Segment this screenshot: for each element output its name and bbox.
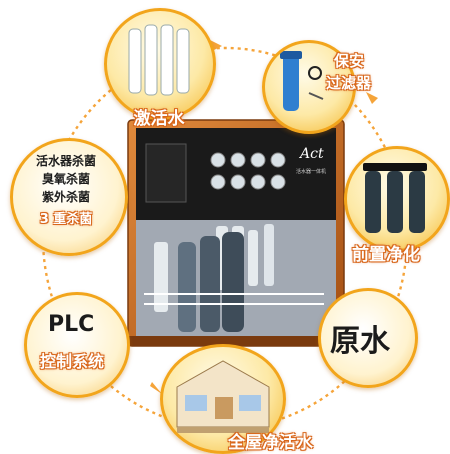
label-sterilization-2: 臭氧杀菌: [41, 172, 90, 186]
machine-subtitle: 活水器一体机: [296, 169, 327, 175]
node-activated-water: [104, 8, 216, 120]
node-raw-water: [318, 288, 418, 388]
filter-column-icon: [128, 24, 190, 96]
label-plc: 控制系统: [40, 352, 105, 371]
house-interior-icon: [176, 360, 270, 433]
node-sterilization: [10, 138, 128, 256]
triple-filter-icon: [363, 163, 427, 233]
cartridge-filter-icon: [280, 51, 324, 111]
node-plc: [24, 292, 130, 398]
purifier-illustration: [127, 119, 345, 347]
label-raw-water: 原水: [330, 324, 390, 359]
label-sterilization-3: 紫外杀菌: [41, 190, 90, 204]
gauge-panel: [208, 150, 288, 198]
node-whole-house: [160, 344, 286, 454]
label-pre-purification: 前置净化: [352, 245, 420, 265]
machine-brand: Act: [300, 146, 324, 162]
label-activated-water: 激活水: [133, 109, 185, 129]
label-whole-house: 全屋净活水: [228, 433, 313, 453]
node-pre-purification: [344, 146, 450, 252]
label-plc-title: PLC: [48, 312, 95, 337]
arrow-icon: [150, 382, 162, 394]
label-sterilization-4: 3 重杀菌: [39, 212, 93, 227]
arrow-icon: [366, 92, 378, 104]
label-sterilization-1: 活水器杀菌: [35, 154, 96, 168]
purifier-cabinet: Act 活水器一体机: [124, 118, 348, 350]
node-security-filter: [262, 40, 356, 134]
label-security-filter-2: 过滤器: [326, 74, 372, 92]
label-security-filter-1: 保安: [334, 52, 365, 70]
